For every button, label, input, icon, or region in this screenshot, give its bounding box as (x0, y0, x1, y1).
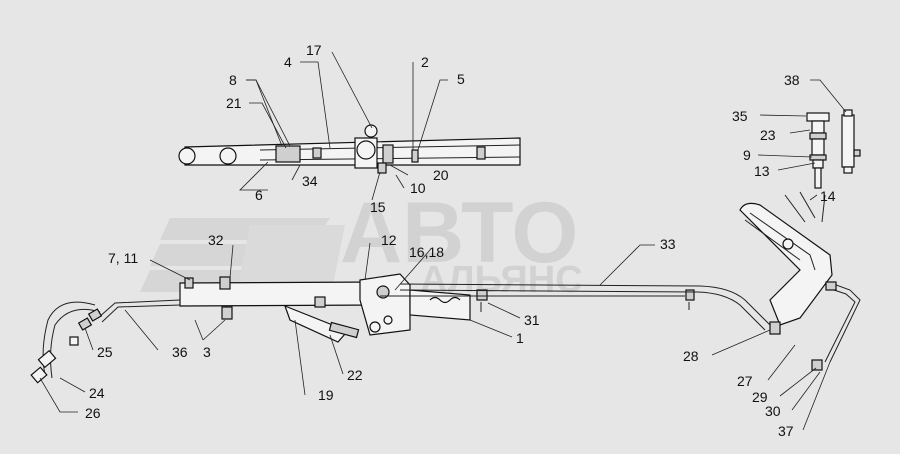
callout-10: 10 (410, 180, 426, 196)
watermark-line1: АВТО (340, 185, 578, 281)
callout-24: 24 (89, 385, 105, 401)
callout-13: 13 (754, 163, 770, 179)
valve-parts (806, 109, 861, 189)
pipe-left (30, 299, 181, 384)
bracket-right (739, 202, 861, 371)
callout-32: 32 (208, 232, 224, 248)
callout-2: 2 (421, 54, 429, 70)
callout-6: 6 (255, 187, 263, 203)
callout-labels: 17 2 4 5 8 21 34 6 10 20 15 32 12 16,18 … (85, 42, 836, 439)
callout-26: 26 (85, 405, 101, 421)
callout-12: 12 (381, 232, 397, 248)
watermark-logo: АВТО АЛЬЯНС (140, 185, 583, 301)
callout-37: 37 (778, 423, 794, 439)
callout-27: 27 (737, 373, 753, 389)
callout-34: 34 (302, 173, 318, 189)
callout-31: 31 (524, 312, 540, 328)
callout-33: 33 (660, 236, 676, 252)
callout-22: 22 (347, 367, 363, 383)
callout-36: 36 (172, 344, 188, 360)
watermark-stripe (235, 225, 345, 300)
callout-3: 3 (203, 344, 211, 360)
callout-19: 19 (318, 387, 334, 403)
callout-38: 38 (784, 72, 800, 88)
lever-assembly (179, 273, 695, 343)
callout-8: 8 (229, 72, 237, 88)
callout-14: 14 (820, 188, 836, 204)
callout-17: 17 (306, 42, 322, 58)
callout-15: 15 (370, 199, 386, 215)
callout-23: 23 (760, 127, 776, 143)
callout-16-18: 16,18 (409, 244, 444, 260)
callout-4: 4 (284, 54, 292, 70)
callout-28: 28 (683, 348, 699, 364)
callout-25: 25 (97, 344, 113, 360)
callout-30: 30 (765, 403, 781, 419)
leader-lines (39, 51, 847, 431)
frame-beam (178, 124, 521, 174)
callout-21: 21 (226, 95, 242, 111)
pins (784, 191, 826, 223)
pipe-main (380, 283, 771, 331)
callout-5: 5 (457, 71, 465, 87)
callout-9: 9 (743, 147, 751, 163)
callout-7-11: 7, 11 (108, 250, 138, 266)
callout-35: 35 (732, 108, 748, 124)
callout-1: 1 (516, 330, 524, 346)
callout-29: 29 (752, 389, 768, 405)
callout-20: 20 (433, 167, 449, 183)
